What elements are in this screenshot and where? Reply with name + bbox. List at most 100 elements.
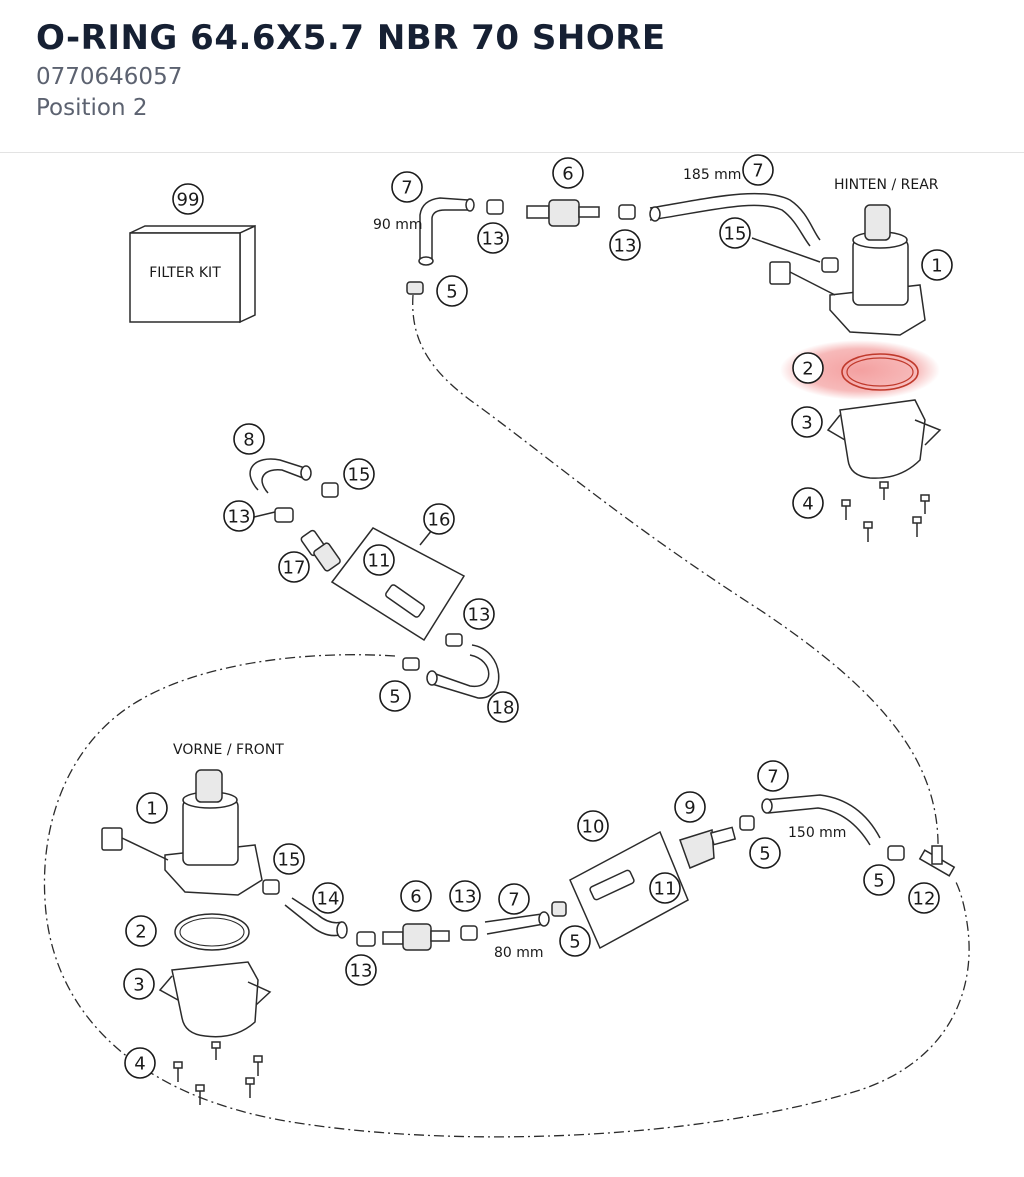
bracket-front[interactable] bbox=[158, 961, 272, 1038]
callout-3[interactable]: 3 bbox=[791, 406, 823, 438]
callout-13[interactable]: 13 bbox=[449, 880, 481, 912]
callout-11[interactable]: 11 bbox=[649, 872, 681, 904]
callout-number: 7 bbox=[767, 767, 778, 788]
hose-clamp[interactable] bbox=[321, 482, 339, 498]
hose-80mm[interactable] bbox=[484, 913, 545, 935]
callout-4[interactable]: 4 bbox=[792, 487, 824, 519]
callout-number: 5 bbox=[569, 932, 580, 953]
fuel-pump-front[interactable] bbox=[101, 769, 263, 896]
valve-in-box[interactable] bbox=[385, 584, 426, 618]
callout-10[interactable]: 10 bbox=[577, 810, 609, 842]
callout-7[interactable]: 7 bbox=[742, 154, 774, 186]
bracket-rear[interactable] bbox=[826, 399, 942, 479]
callout-number: 8 bbox=[243, 430, 254, 451]
callout-13[interactable]: 13 bbox=[477, 222, 509, 254]
fuel-valve-top[interactable] bbox=[526, 199, 600, 227]
callout-5[interactable]: 5 bbox=[436, 275, 468, 307]
callout-13[interactable]: 13 bbox=[609, 229, 641, 261]
hose-clamp[interactable] bbox=[356, 931, 376, 947]
hose-sleeve[interactable] bbox=[406, 281, 424, 295]
callout-11[interactable]: 11 bbox=[363, 544, 395, 576]
callout-13[interactable]: 13 bbox=[345, 954, 377, 986]
callout-7[interactable]: 7 bbox=[391, 171, 423, 203]
callout-number: 1 bbox=[931, 256, 942, 277]
callout-5[interactable]: 5 bbox=[863, 864, 895, 896]
part-number: 0770646057 bbox=[36, 64, 183, 90]
callout-99[interactable]: 99 bbox=[172, 183, 204, 215]
callout-number: 7 bbox=[752, 161, 763, 182]
hose-sleeve[interactable] bbox=[739, 815, 755, 831]
callout-13[interactable]: 13 bbox=[223, 500, 255, 532]
callout-18[interactable]: 18 bbox=[487, 691, 519, 723]
t-connector-12[interactable] bbox=[918, 845, 956, 877]
callout-number: 5 bbox=[873, 871, 884, 892]
valve-in-box[interactable] bbox=[589, 869, 635, 901]
callout-number: 13 bbox=[454, 887, 477, 908]
bolts-front[interactable] bbox=[173, 1041, 263, 1105]
hose-clamp[interactable] bbox=[486, 199, 504, 215]
callout-number: 18 bbox=[492, 698, 515, 719]
callout-14[interactable]: 14 bbox=[312, 882, 344, 914]
page-header: O-RING 64.6X5.7 NBR 70 SHORE 0770646057 … bbox=[0, 0, 1024, 153]
callout-9[interactable]: 9 bbox=[674, 791, 706, 823]
callout-2[interactable]: 2 bbox=[792, 352, 824, 384]
hose-bent[interactable] bbox=[249, 458, 306, 494]
callout-15[interactable]: 15 bbox=[273, 843, 305, 875]
hose-clamp[interactable] bbox=[618, 204, 636, 220]
front-label: VORNE / FRONT bbox=[173, 742, 284, 758]
callout-2[interactable]: 2 bbox=[125, 915, 157, 947]
callout-12[interactable]: 12 bbox=[908, 882, 940, 914]
callout-4[interactable]: 4 bbox=[124, 1047, 156, 1079]
part-position: Position 2 bbox=[36, 95, 148, 121]
hose-clamp[interactable] bbox=[821, 257, 839, 273]
callout-1[interactable]: 1 bbox=[136, 792, 168, 824]
callout-number: 13 bbox=[614, 236, 637, 257]
callout-number: 11 bbox=[654, 879, 677, 900]
callout-number: 99 bbox=[177, 190, 200, 211]
callout-number: 3 bbox=[801, 413, 812, 434]
callout-number: 13 bbox=[350, 961, 373, 982]
callout-3[interactable]: 3 bbox=[123, 968, 155, 1000]
hose-clamp[interactable] bbox=[460, 925, 478, 941]
callout-5[interactable]: 5 bbox=[559, 925, 591, 957]
hose-end bbox=[418, 256, 434, 266]
filter-kit-box[interactable]: FILTER KIT bbox=[129, 224, 256, 324]
bolts-rear[interactable] bbox=[841, 481, 930, 542]
fuel-valve-bottom[interactable] bbox=[382, 923, 450, 951]
callout-number: 11 bbox=[368, 551, 391, 572]
hose-clamp[interactable] bbox=[445, 633, 463, 647]
hose-150mm[interactable] bbox=[764, 794, 881, 846]
o-ring-rear[interactable] bbox=[841, 353, 919, 391]
hose-90mm[interactable] bbox=[419, 197, 469, 260]
hose-clamp[interactable] bbox=[274, 507, 294, 523]
hose-clamp[interactable] bbox=[402, 657, 420, 671]
callout-5[interactable]: 5 bbox=[379, 680, 411, 712]
kit-box-10[interactable] bbox=[569, 830, 689, 950]
hose-bent-18[interactable] bbox=[429, 644, 500, 699]
callout-number: 1 bbox=[146, 799, 157, 820]
connector-9[interactable] bbox=[679, 826, 737, 869]
hose-clamp[interactable] bbox=[262, 879, 280, 895]
callout-15[interactable]: 15 bbox=[719, 217, 751, 249]
hose-route-line bbox=[43, 654, 970, 1138]
callout-5[interactable]: 5 bbox=[749, 837, 781, 869]
hose-clamp[interactable] bbox=[887, 845, 905, 861]
o-ring-front[interactable] bbox=[174, 913, 250, 951]
callout-1[interactable]: 1 bbox=[921, 249, 953, 281]
callout-16[interactable]: 16 bbox=[423, 503, 455, 535]
hose-sleeve[interactable] bbox=[551, 901, 567, 917]
callout-6[interactable]: 6 bbox=[400, 880, 432, 912]
hose-185mm[interactable] bbox=[649, 192, 821, 247]
callout-13[interactable]: 13 bbox=[463, 598, 495, 630]
callout-6[interactable]: 6 bbox=[552, 157, 584, 189]
length-90mm: 90 mm bbox=[373, 217, 423, 233]
callout-15[interactable]: 15 bbox=[343, 458, 375, 490]
callout-8[interactable]: 8 bbox=[233, 423, 265, 455]
fuel-pump-rear[interactable] bbox=[769, 204, 926, 336]
hose-route-line bbox=[412, 294, 939, 851]
callout-7[interactable]: 7 bbox=[498, 883, 530, 915]
check-valve-small[interactable] bbox=[300, 529, 341, 572]
callout-17[interactable]: 17 bbox=[278, 551, 310, 583]
callout-7[interactable]: 7 bbox=[757, 760, 789, 792]
kit-box-16[interactable] bbox=[330, 527, 466, 642]
